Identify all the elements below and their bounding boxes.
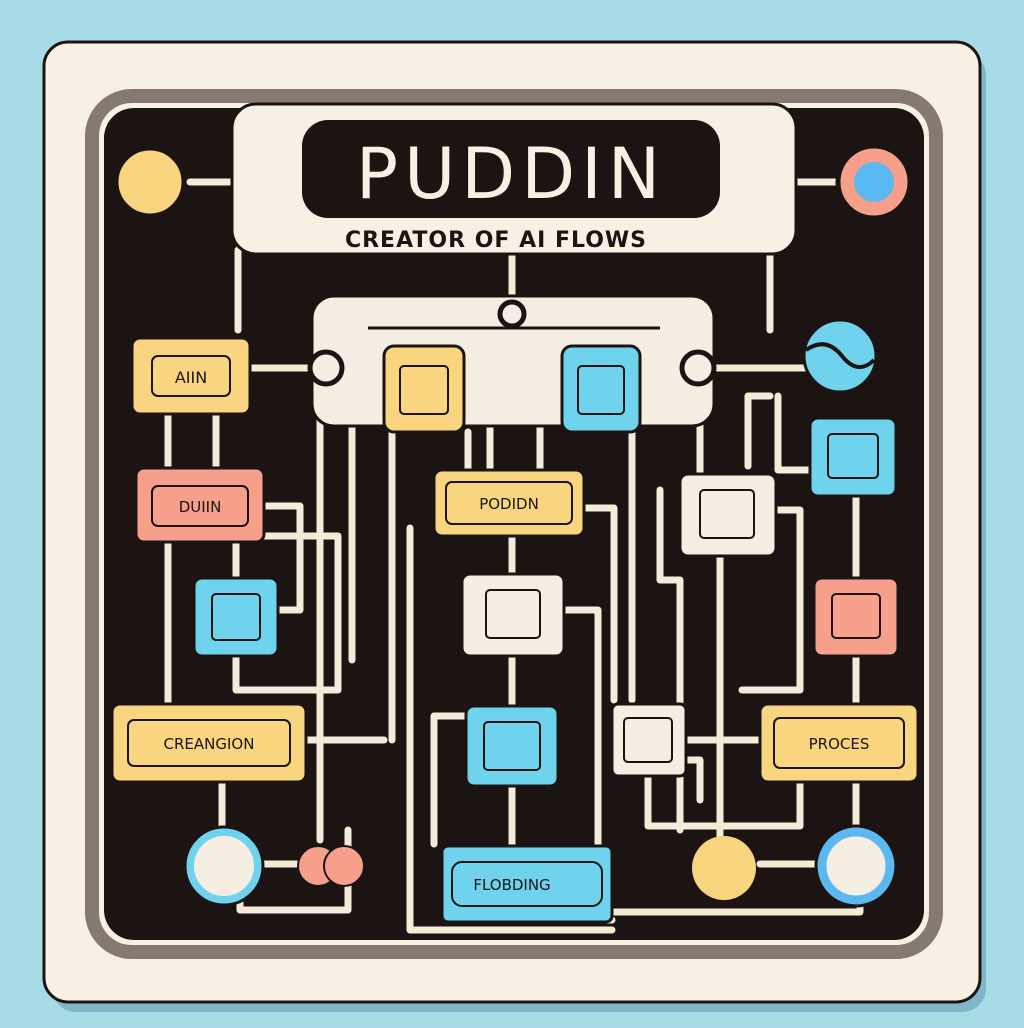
header-right-blue-dot: [854, 162, 894, 202]
circle-node-blue-top-right-swirl: [804, 342, 876, 369]
connector-lines: [164, 178, 864, 934]
square-node-cream-right-inner: [699, 489, 755, 539]
square-node-blue-top-inner: [577, 365, 625, 415]
line-cream-right: [682, 756, 704, 804]
node-proces-inner: [773, 717, 905, 769]
node-podidn-box: [432, 468, 586, 538]
node-flobding-label: FLOBDING: [473, 876, 550, 894]
line-duiin-right: [260, 502, 304, 614]
node-duiin-label: DUIIN: [179, 498, 222, 516]
header-left-yellow-circle: [113, 145, 187, 219]
line-right-side: [774, 392, 814, 474]
line-podidn-right: [580, 504, 618, 704]
hub-top-dot: [497, 299, 527, 329]
line-right-loop: [738, 506, 804, 694]
circle-node-yellow-bottom: [692, 836, 756, 900]
subtitle-text: CREATOR OF AI FLOWS: [345, 228, 647, 253]
node-podidn-inner: [445, 481, 573, 525]
node-aiin-label: AIIN: [175, 368, 207, 387]
square-node-blue-right-inner: [827, 433, 879, 479]
line-proces-loop: [644, 766, 804, 830]
square-node-pink-right-inner: [831, 593, 881, 639]
node-creangion-label: CREANGION: [164, 735, 255, 753]
circle-node-bottom-right-outline: [814, 824, 898, 908]
node-creangion-box: [110, 702, 308, 784]
square-node-cream-center-inner: [485, 589, 541, 639]
node-proces-box: [758, 702, 920, 784]
line-center-vert-2: [406, 524, 616, 934]
square-nodes: [192, 344, 900, 788]
square-node-blue-center-inner: [483, 721, 541, 771]
line-right-loop-2: [744, 392, 774, 470]
hub-left-dot: [307, 349, 345, 387]
node-flobding-inner: [451, 861, 603, 907]
node-podidn-label: PODIDN: [479, 495, 539, 513]
circle-node-pink-right-half: [323, 845, 365, 887]
node-aiin-inner: [151, 355, 231, 397]
circle-node-bottom-right: [817, 827, 895, 905]
square-node-blue-left-inner: [211, 593, 261, 641]
square-node-yellow-top-inner: [399, 365, 449, 415]
title-text: PUDDIN: [356, 133, 666, 215]
node-duiin-inner: [151, 485, 249, 527]
line-duiin-loop: [232, 532, 342, 694]
square-node-cream-low-inner: [623, 717, 673, 763]
line-center-loop: [430, 712, 470, 848]
hub-right-dot: [679, 349, 717, 387]
node-proces-label: PROCES: [809, 735, 870, 753]
circle-node-bottom-left-outline: [183, 825, 265, 907]
circle-node-bottom-left: [186, 828, 262, 904]
node-creangion-inner: [127, 719, 291, 767]
dark-panel-vignette: [85, 89, 943, 959]
title-pill: [302, 120, 720, 218]
